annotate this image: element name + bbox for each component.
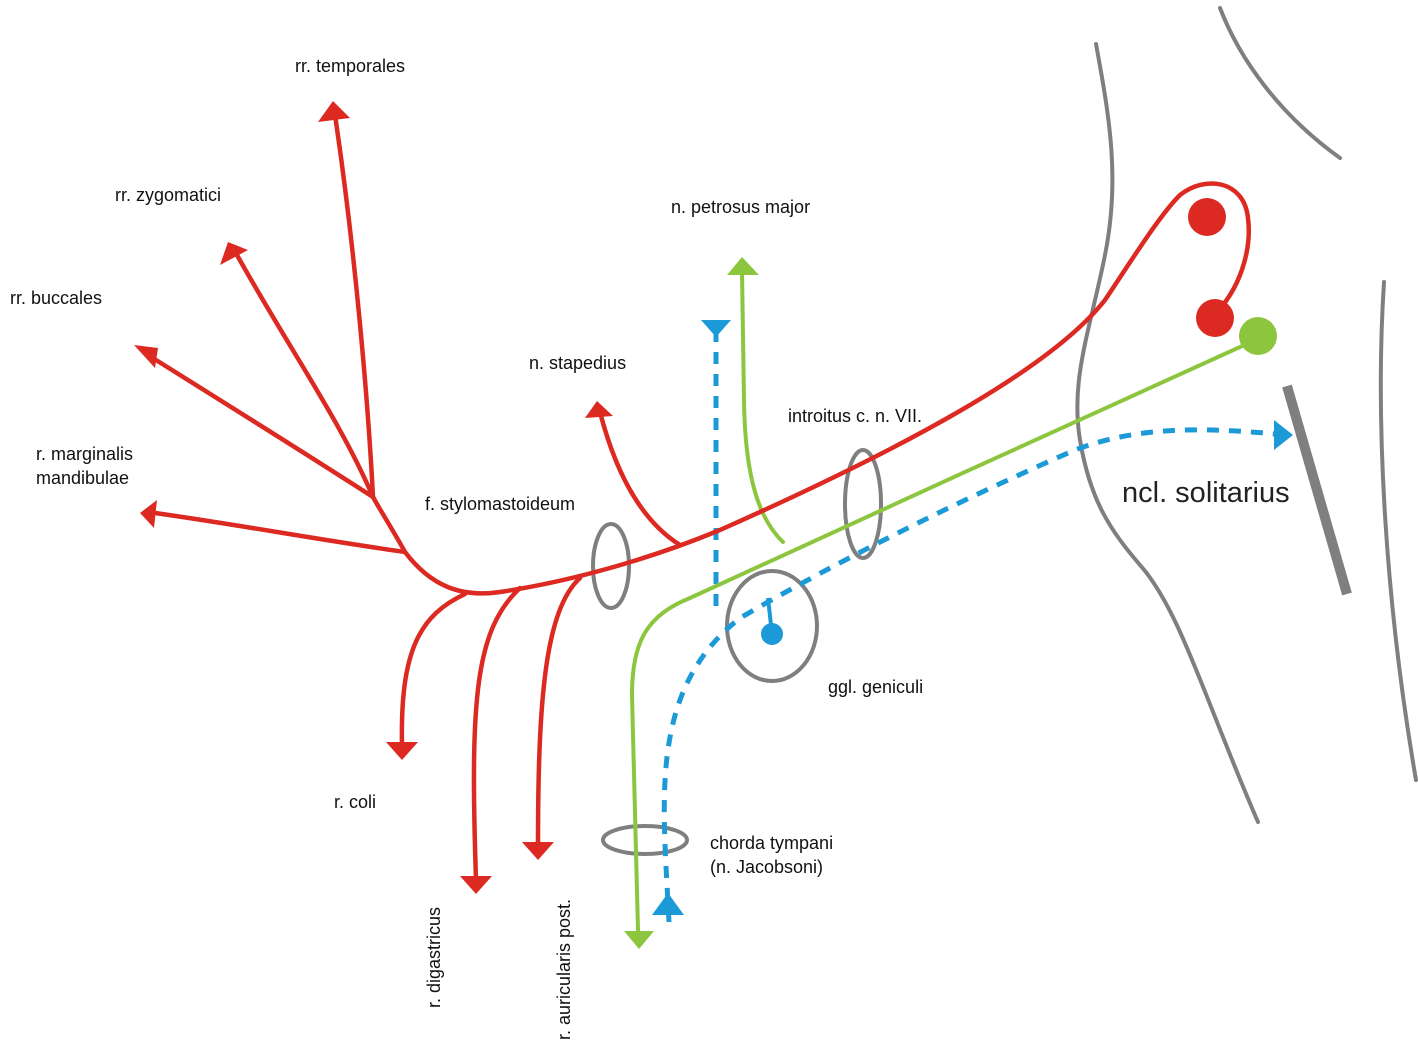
label-ggl-geniculi: ggl. geniculi [828, 677, 923, 697]
labels: rr. temporales rr. zygomatici rr. buccal… [10, 56, 1290, 1040]
motor-main-trunk [402, 181, 1251, 596]
brainstem-outline [1075, 6, 1418, 824]
label-n-petrosus-major: n. petrosus major [671, 197, 810, 217]
brainstem-right-contour [1378, 280, 1418, 782]
branch-stapedius [597, 409, 683, 548]
branch-buccales [145, 352, 376, 500]
label-chorda-line1: chorda tympani [710, 833, 833, 853]
label-r-marginalis-line1: r. marginalis [36, 444, 133, 464]
label-r-auricularis: r. auricularis post. [554, 899, 574, 1040]
temporales-arrow-icon [318, 101, 350, 122]
stylomastoid-foramen-ring [591, 522, 631, 610]
label-rr-buccales: rr. buccales [10, 288, 102, 308]
green-main-fiber [629, 335, 1264, 932]
green-arrow-up-icon [727, 257, 759, 275]
label-r-coli: r. coli [334, 792, 376, 812]
branch-auricularis [535, 575, 583, 849]
green-arrow-down-icon [624, 931, 654, 949]
internal-acoustic-meatus-ring [843, 448, 883, 560]
label-rr-zygomatici: rr. zygomatici [115, 185, 221, 205]
label-introitus: introitus c. n. VII. [788, 406, 922, 426]
salivatory-nucleus-icon [1239, 317, 1277, 355]
green-petrosus-fiber [740, 270, 785, 544]
label-n-stapedius: n. stapedius [529, 353, 626, 373]
sensory-fibers [652, 320, 1293, 923]
label-rr-temporales: rr. temporales [295, 56, 405, 76]
coli-arrow-icon [386, 742, 418, 760]
stapedius-arrow-icon [585, 401, 613, 418]
marginalis-arrow-icon [140, 500, 157, 528]
brainstem-top-contour [1218, 6, 1342, 160]
geniculate-neuron-icon [761, 623, 783, 645]
sensory-arrow-right-icon [1274, 420, 1293, 450]
motor-fibers [134, 101, 1251, 894]
brainstem-left-contour [1075, 42, 1260, 824]
branch-marginalis [152, 510, 408, 555]
label-r-digastricus: r. digastricus [424, 907, 444, 1008]
sensory-main-fiber [661, 427, 1276, 923]
label-r-marginalis-line2: mandibulae [36, 468, 129, 488]
solitarius-nucleus-bar [1282, 384, 1352, 596]
buccales-arrow-icon [134, 345, 158, 368]
sensory-arrow-down-icon [701, 320, 731, 337]
facial-nucleus-upper-icon [1188, 198, 1226, 236]
branch-temporales [332, 112, 376, 500]
sensory-arrow-up-icon [652, 893, 684, 915]
foramina [591, 448, 883, 856]
auricularis-arrow-icon [522, 842, 554, 860]
chorda-tympani-ring [601, 824, 689, 856]
parasympathetic-fibers [624, 257, 1277, 949]
branch-digastricus [471, 585, 523, 883]
zygomatici-arrow-icon [220, 242, 248, 265]
facial-nucleus-lower-icon [1196, 299, 1234, 337]
label-ncl-solitarius: ncl. solitarius [1122, 477, 1290, 509]
branch-coli [399, 591, 468, 749]
digastricus-arrow-icon [460, 876, 492, 894]
label-f-stylomastoideum: f. stylomastoideum [425, 494, 575, 514]
branch-plexus-stem [370, 494, 408, 555]
branch-zygomatici [234, 252, 376, 500]
label-chorda-line2: (n. Jacobsoni) [710, 857, 823, 877]
